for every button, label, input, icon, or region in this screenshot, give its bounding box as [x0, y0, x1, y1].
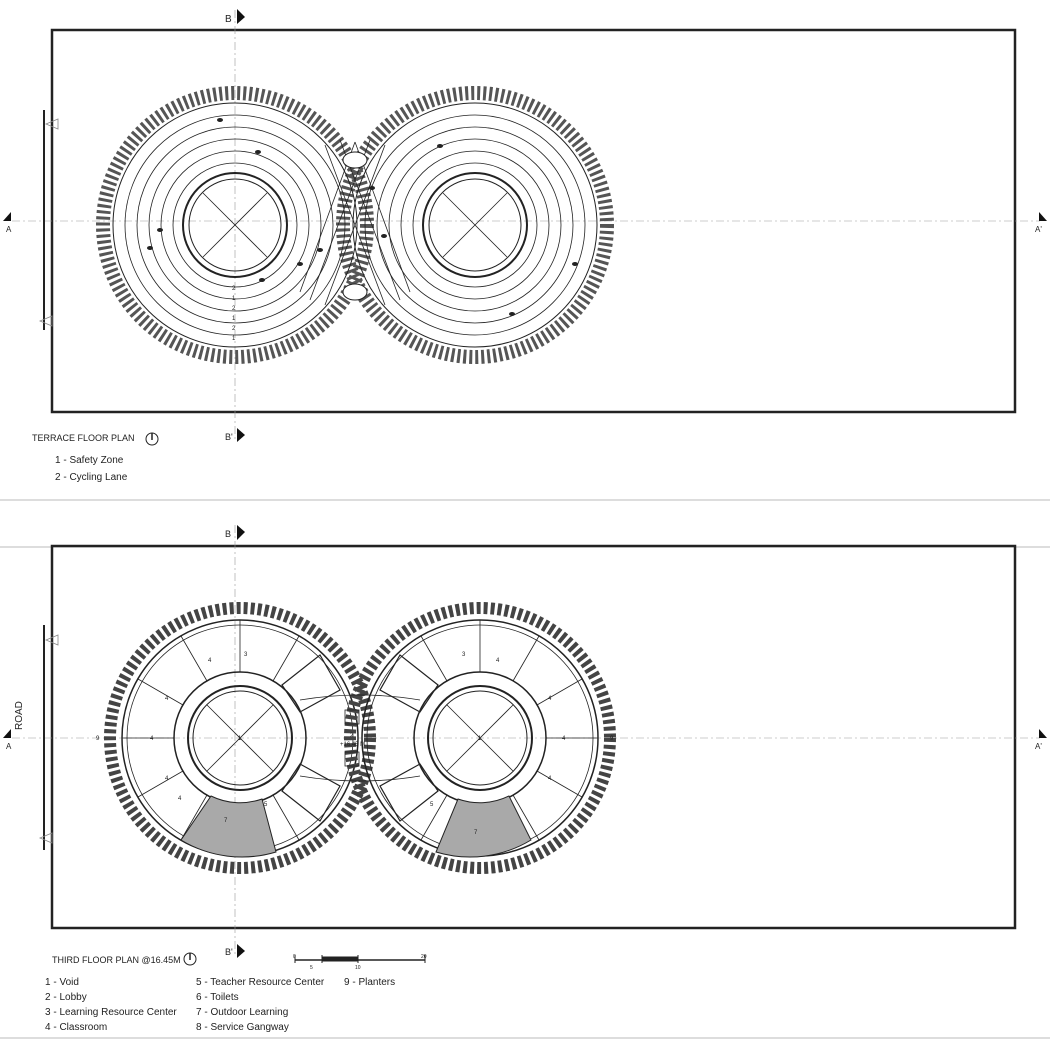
terrace-section-marker-a	[3, 212, 11, 221]
room-void-right: 1	[478, 736, 482, 742]
terrace-label-a: A	[6, 225, 12, 234]
terrace-section-marker-a-prime	[1039, 212, 1047, 221]
terrace-junction-lower	[342, 283, 368, 301]
room-outdoor-right: 7	[474, 830, 478, 836]
outdoor-learning-left	[180, 795, 277, 858]
room-classroom-3: 4	[150, 736, 154, 742]
svg-text:2: 2	[232, 306, 236, 312]
third-floor-legend-item: 4 - Classroom	[45, 1022, 108, 1033]
terrace-section-marker-b-prime	[237, 428, 245, 442]
outdoor-learning-right	[435, 795, 532, 858]
terrace-plan-title: TERRACE FLOOR PLAN	[32, 433, 135, 443]
room-teacher-right: 5	[430, 802, 434, 808]
svg-text:2: 2	[232, 326, 236, 332]
third-floor-legend-item: 9 - Planters	[344, 977, 396, 988]
room-classroom-2: 4	[165, 696, 169, 702]
terrace-label-b: B	[225, 14, 232, 25]
svg-text:0: 0	[293, 954, 296, 960]
third-floor-label-a: A	[6, 742, 12, 751]
terrace-infinity-track	[96, 86, 614, 364]
svg-text:20: 20	[421, 954, 427, 960]
room-classroom-4: 4	[165, 776, 169, 782]
svg-text:1: 1	[232, 296, 236, 302]
third-floor-legend-item: 5 - Teacher Resource Center	[196, 977, 325, 988]
third-floor-legend-item: 8 - Service Gangway	[196, 1022, 289, 1033]
terrace-cyclists	[147, 118, 578, 316]
room-classroom-6: 4	[496, 658, 500, 664]
svg-text:1: 1	[232, 336, 236, 342]
room-level: +16.45 M	[340, 742, 365, 748]
room-classroom-7: 4	[548, 696, 552, 702]
third-floor-legend-item: 1 - Void	[45, 977, 79, 988]
scale-labels: 0 5 10 20	[293, 954, 427, 971]
north-arrow-third-floor	[183, 952, 197, 966]
room-void-left: 1	[238, 736, 242, 742]
terrace-label-b-prime: B'	[225, 432, 233, 442]
third-floor-legend-item: 3 - Learning Resource Center	[45, 1007, 177, 1018]
terrace-legend-item: 1 - Safety Zone	[55, 455, 124, 466]
third-floor-plan	[3, 525, 1047, 958]
svg-text:1: 1	[232, 316, 236, 322]
terrace-legend-item: 2 - Cycling Lane	[55, 472, 128, 483]
svg-text:10: 10	[355, 965, 361, 971]
room-classroom-5: 4	[178, 796, 182, 802]
terrace-label-a-prime: A'	[1035, 225, 1042, 234]
room-lrc-right: 3	[462, 652, 466, 658]
terrace-plan	[3, 9, 1047, 442]
third-floor-legend-item: 7 - Outdoor Learning	[196, 1007, 289, 1018]
third-floor-label-b-prime: B'	[225, 947, 233, 957]
third-floor-legend-item: 6 - Toilets	[196, 992, 239, 1003]
third-floor-entry-arrow	[44, 634, 59, 646]
terrace-site-boundary	[50, 28, 1017, 414]
svg-text:5: 5	[310, 965, 313, 971]
north-arrow-terrace	[145, 432, 159, 446]
third-floor-label-b: B	[225, 529, 231, 539]
third-floor-section-marker-a	[3, 729, 11, 738]
road-label: ROAD	[14, 701, 25, 730]
third-floor-label-a-prime: A'	[1035, 742, 1042, 751]
room-outdoor-left: 7	[224, 818, 228, 824]
scale-bar	[294, 955, 426, 963]
third-floor-section-marker-b-prime	[237, 944, 245, 958]
room-planter-right: 9	[610, 736, 614, 742]
room-classroom-9: 4	[548, 776, 552, 782]
terrace-junction	[342, 151, 368, 169]
third-floor-section-marker-b	[237, 525, 245, 540]
terrace-lane-numbers: 2 1 2 1 2 1	[232, 286, 236, 342]
room-lrc-left: 3	[244, 652, 248, 658]
terrace-entry-arrow	[44, 118, 59, 130]
svg-text:2: 2	[232, 286, 236, 292]
room-classroom-1: 4	[208, 658, 212, 664]
room-planter-left: 9	[96, 736, 100, 742]
toilet-blocks	[281, 654, 439, 822]
room-teacher-left: 5	[264, 802, 268, 808]
third-floor-site-boundary	[50, 544, 1017, 930]
third-floor-legend-item: 2 - Lobby	[45, 992, 87, 1003]
terrace-void-right	[422, 172, 528, 278]
room-lobby: 2	[350, 733, 354, 739]
lobby-link	[299, 694, 421, 782]
third-floor-section-marker-a-prime	[1039, 729, 1047, 738]
terrace-exit-arrow	[38, 315, 53, 327]
third-floor-exit-arrow	[38, 832, 53, 844]
room-numbers: 1 1 2 +16.45 M 3 3 4 4 4 4 4 4 4 4 4 5 5…	[96, 652, 614, 836]
third-floor-plan-title: THIRD FLOOR PLAN @16.45M	[52, 955, 181, 965]
terrace-section-marker-b	[237, 9, 245, 24]
room-classroom-8: 4	[562, 736, 566, 742]
terrace-void-left	[182, 172, 288, 278]
